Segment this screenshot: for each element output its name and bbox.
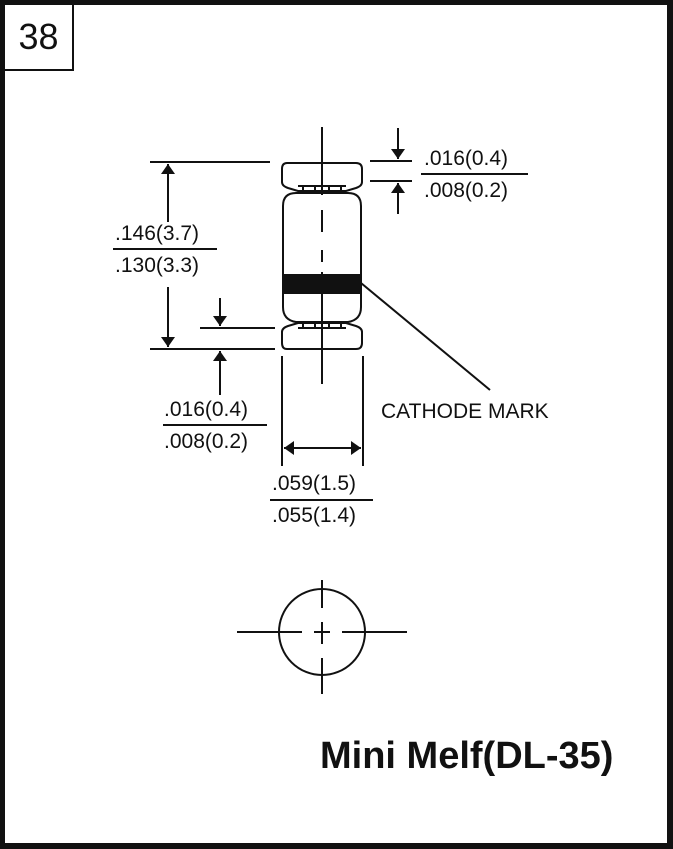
diameter-min: .055(1.4)	[272, 504, 356, 527]
diode-body	[282, 192, 362, 323]
cathode-band	[284, 274, 360, 294]
cathode-leader-line	[360, 282, 491, 391]
page-number: 38	[5, 5, 74, 71]
diameter-max: .059(1.5)	[272, 472, 356, 495]
bottom-cap-max: .016(0.4)	[164, 398, 248, 421]
top-cap-max: .016(0.4)	[424, 147, 508, 170]
length-max: .146(3.7)	[115, 222, 199, 245]
top-end-cap	[281, 162, 363, 192]
top-cap-min: .008(0.2)	[424, 179, 508, 202]
length-min: .130(3.3)	[115, 254, 199, 277]
bottom-cap-min: .008(0.2)	[164, 430, 248, 453]
package-title: Mini Melf(DL-35)	[320, 735, 614, 777]
bottom-end-cap	[281, 322, 363, 350]
cathode-mark-label: CATHODE MARK	[381, 400, 549, 423]
